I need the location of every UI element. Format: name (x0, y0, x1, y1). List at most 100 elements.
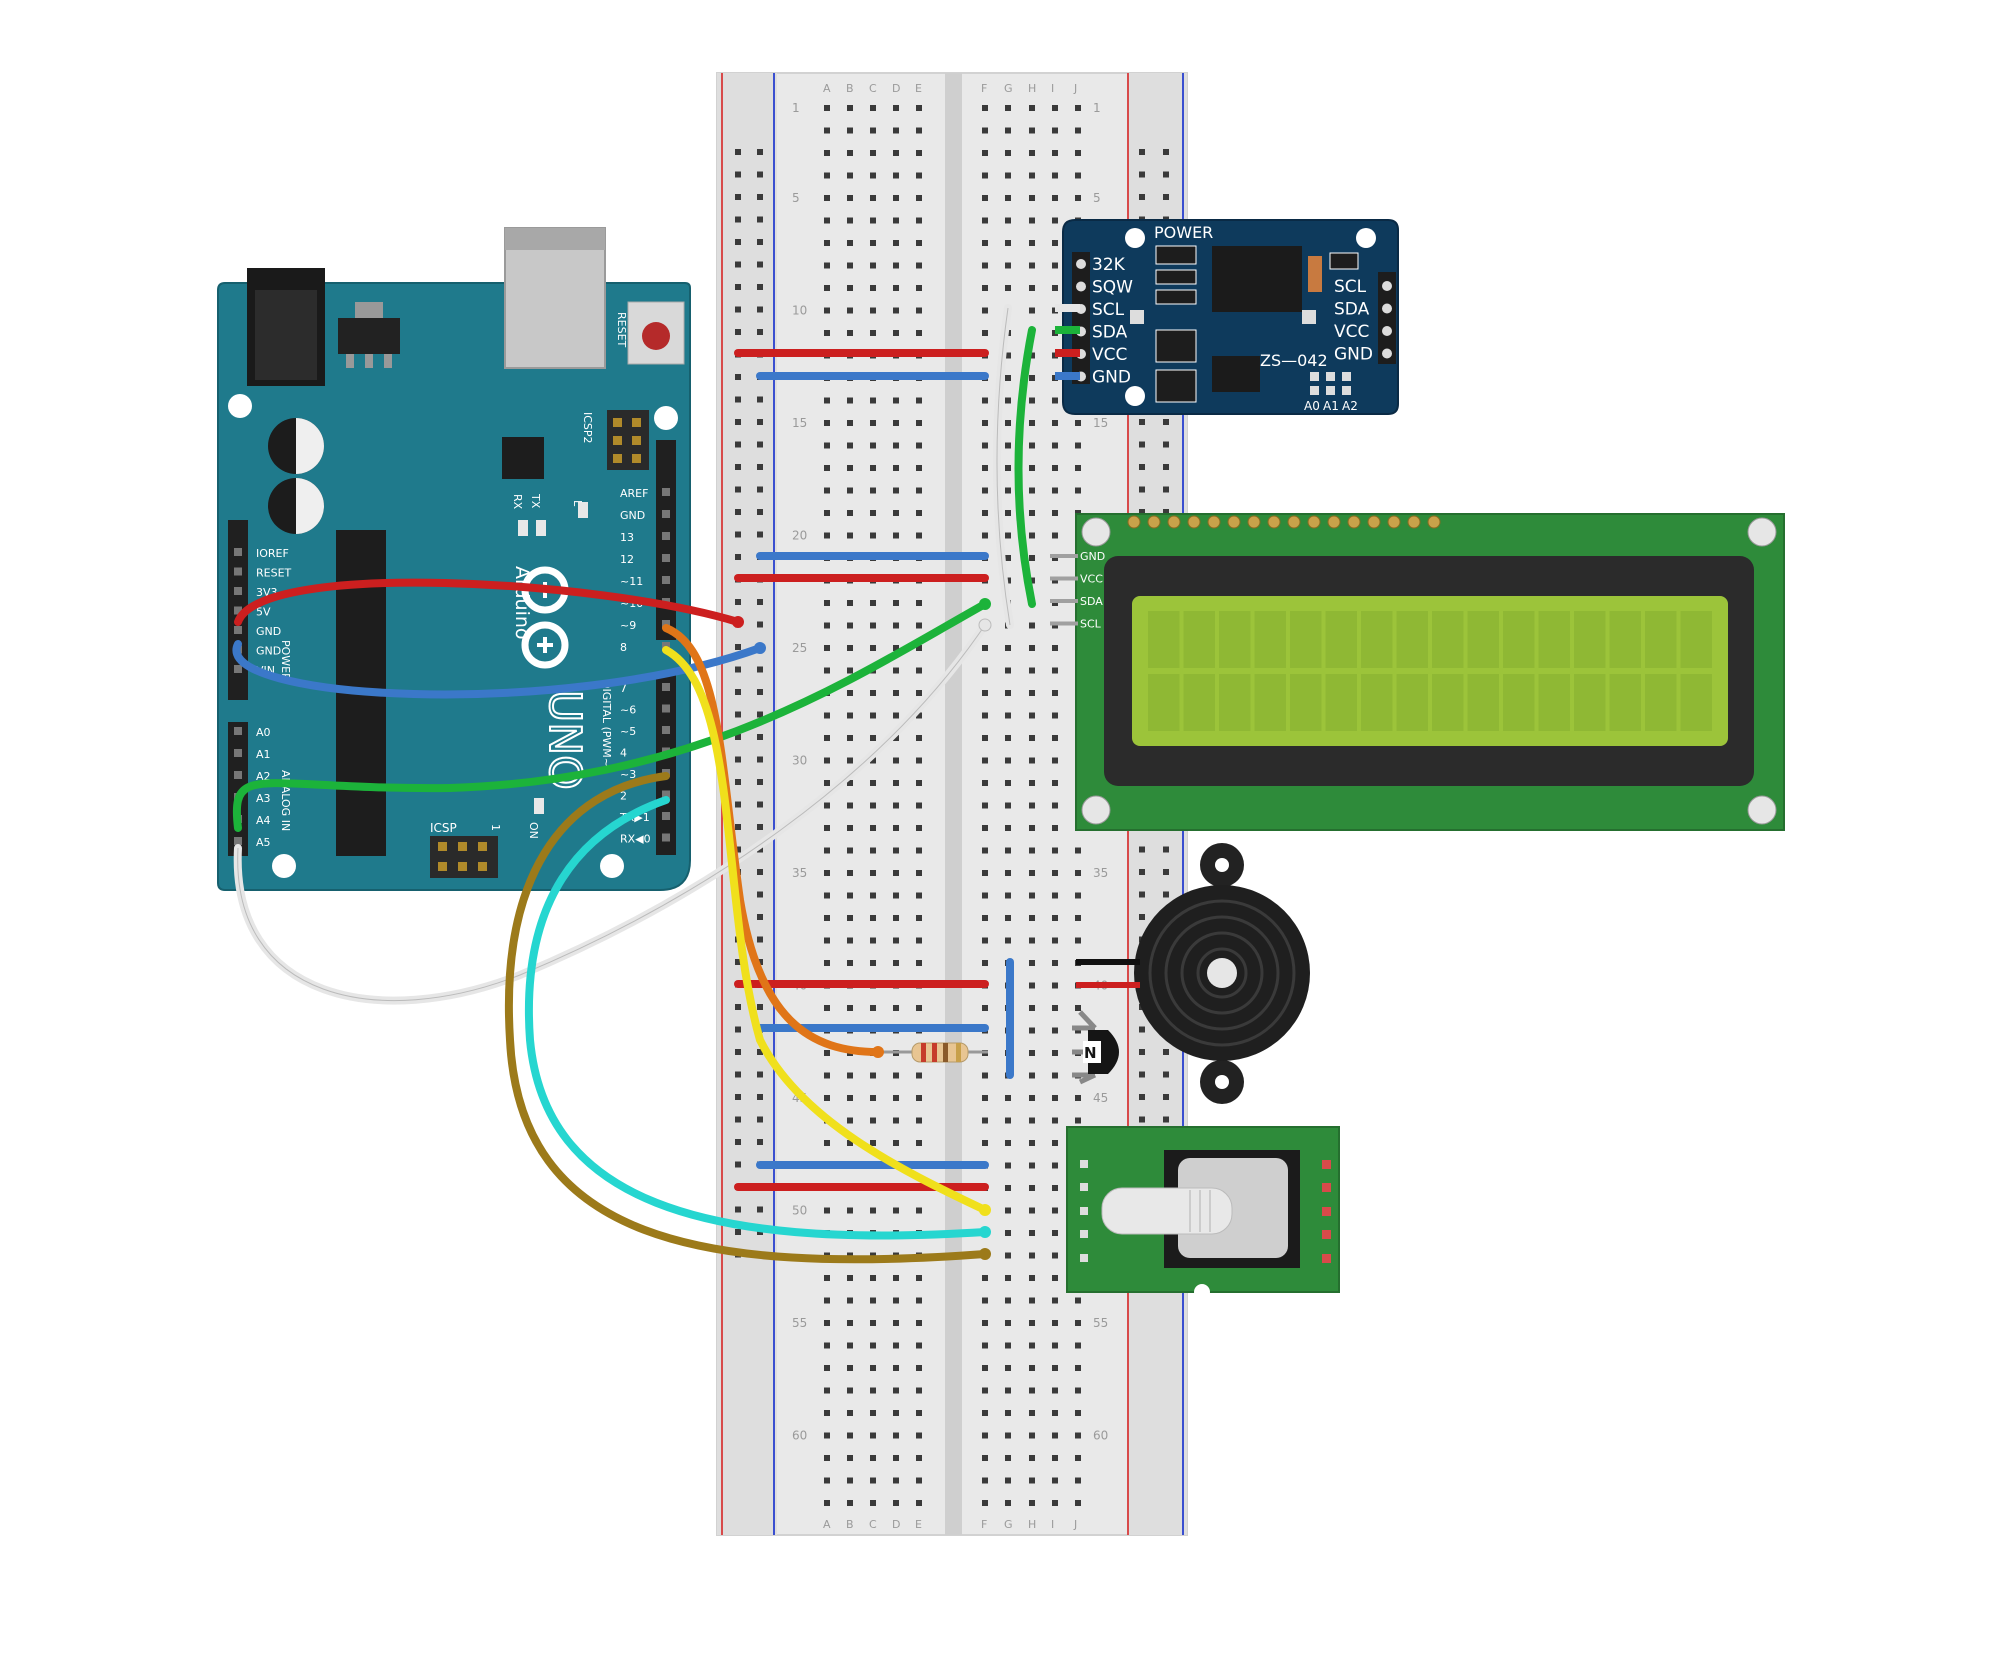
breadboard-hole (1029, 802, 1035, 809)
lcd-header-pin (1247, 515, 1261, 529)
breadboard-hole (982, 510, 988, 516)
breadboard-hole (893, 240, 899, 246)
rail-hole (757, 194, 763, 200)
breadboard-hole (893, 150, 899, 156)
breadboard-hole (847, 1410, 853, 1416)
rail-hole (1163, 1049, 1169, 1055)
breadboard-hole (916, 1342, 922, 1349)
lcd-header-pin (1307, 515, 1321, 529)
breadboard-hole (893, 1297, 899, 1304)
breadboard-hole (893, 330, 899, 336)
breadboard-hole (824, 937, 830, 944)
rtc-address-label: A0 (1304, 399, 1320, 413)
header-pin (234, 749, 242, 757)
breadboard-hole (982, 1342, 988, 1349)
rail-hole (757, 779, 763, 785)
breadboard-hole (893, 172, 899, 179)
breadboard-hole (916, 780, 922, 786)
rail-hole (735, 1116, 741, 1123)
breadboard-hole (870, 532, 876, 539)
breadboard-hole (1029, 465, 1035, 471)
breadboard-hole (916, 1500, 922, 1506)
rail-hole (735, 216, 741, 223)
rail-hole (757, 756, 763, 763)
icsp-header (430, 836, 498, 878)
header-pin (662, 790, 670, 799)
rail-hole (757, 801, 763, 808)
breadboard-hole (1052, 1252, 1058, 1259)
breadboard-hole (847, 960, 853, 966)
row-label: 60 (1093, 1429, 1108, 1443)
rail-hole (1139, 149, 1145, 155)
digital-pin-label: 7 (620, 682, 627, 695)
column-label: F (981, 1518, 987, 1531)
breadboard-hole (824, 1320, 830, 1326)
rail-hole (1139, 194, 1145, 200)
rail-hole (757, 914, 763, 920)
breadboard-hole (982, 1410, 988, 1416)
breadboard-hole (916, 915, 922, 921)
breadboard-hole (893, 960, 899, 966)
breadboard-hole (1029, 1387, 1035, 1394)
breadboard-hole (982, 105, 988, 111)
rail-hole (757, 1116, 763, 1123)
breadboard-hole (870, 690, 876, 696)
breadboard-hole (1005, 690, 1011, 696)
breadboard-hole (1052, 735, 1058, 741)
breadboard-hole (824, 735, 830, 741)
breadboard-hole (824, 1477, 830, 1484)
rail-hole (735, 509, 741, 515)
breadboard-hole (1005, 577, 1011, 584)
lcd-pin-label: VCC (1080, 573, 1103, 586)
breadboard-hole (982, 847, 988, 854)
breadboard-hole (1052, 1072, 1058, 1079)
header-pin (662, 833, 670, 842)
breadboard-hole (982, 757, 988, 764)
breadboard-hole (870, 1365, 876, 1371)
breadboard-hole (847, 1455, 853, 1461)
column-label: B (846, 82, 854, 95)
breadboard-hole (1052, 712, 1058, 719)
breadboard-hole (1029, 1027, 1035, 1034)
lcd-char-cell (1432, 611, 1464, 668)
breadboard-hole (870, 1275, 876, 1281)
mounting-hole (600, 854, 624, 878)
rail-hole (757, 464, 763, 470)
breadboard-hole (1052, 757, 1058, 764)
breadboard-hole (893, 690, 899, 696)
breadboard-hole (824, 892, 830, 899)
breadboard-hole (824, 1050, 830, 1056)
mounting-hole (1125, 228, 1145, 248)
breadboard-hole (1029, 352, 1035, 359)
breadboard-hole (824, 1072, 830, 1079)
breadboard-hole (893, 802, 899, 809)
rail-hole (1139, 419, 1145, 425)
breadboard-hole (916, 1410, 922, 1416)
breadboard-hole (1005, 1117, 1011, 1124)
icsp2-label: ICSP2 (581, 412, 594, 444)
breadboard-hole (824, 1387, 830, 1394)
breadboard-hole (1052, 510, 1058, 516)
breadboard-hole (916, 1117, 922, 1124)
breadboard-hole (893, 420, 899, 426)
usb-chip (502, 437, 544, 479)
digital-pin-label: RX◀0 (620, 833, 651, 846)
lcd-character-grid (1148, 611, 1712, 731)
breadboard-hole (982, 667, 988, 674)
lcd-char-cell (1183, 611, 1215, 668)
breadboard-hole (916, 1072, 922, 1079)
rail-hole (1139, 846, 1145, 853)
breadboard-hole (982, 1320, 988, 1326)
breadboard-hole (847, 1500, 853, 1506)
lcd-char-cell (1254, 674, 1286, 731)
row-label: 20 (792, 529, 807, 543)
breadboard-hole (870, 622, 876, 629)
breadboard-hole (1029, 1050, 1035, 1056)
column-label: C (869, 82, 877, 95)
breadboard-hole (1052, 1207, 1058, 1214)
digital-pin-label: AREF (620, 487, 648, 500)
breadboard-hole (847, 1342, 853, 1349)
breadboard-hole (1029, 285, 1035, 291)
breadboard-hole (893, 757, 899, 764)
breadboard-hole (893, 1140, 899, 1146)
